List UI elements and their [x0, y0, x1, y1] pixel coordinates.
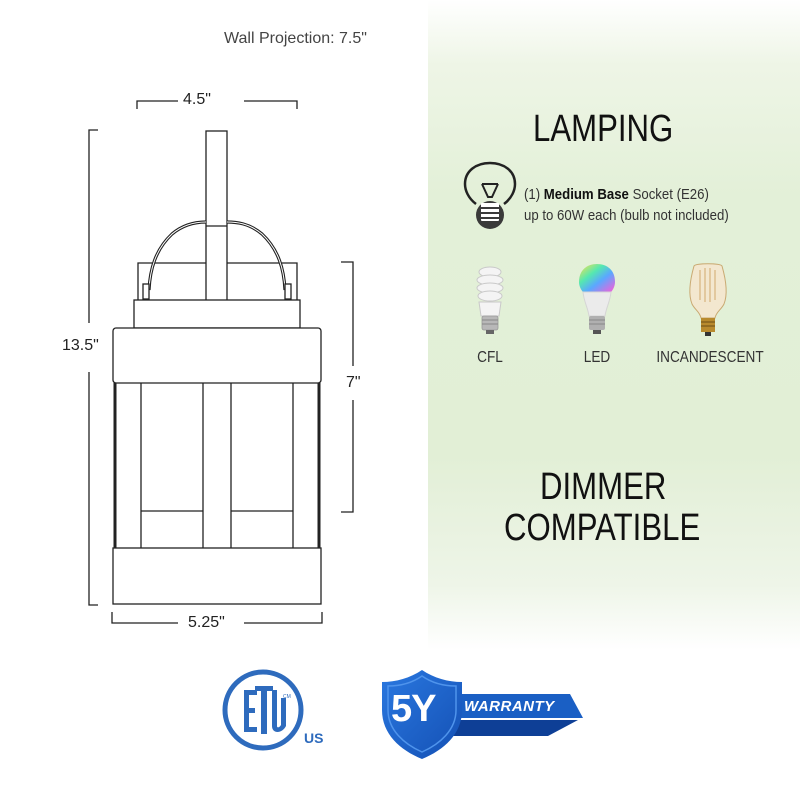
- overall-height-label: 13.5": [62, 337, 99, 354]
- led-bulb-icon: [579, 264, 615, 334]
- wattage-spec: up to 60W each (bulb not included): [524, 207, 729, 224]
- fixture-dimension-drawing: [88, 100, 354, 624]
- warranty-years: 5Y: [391, 688, 436, 730]
- cfl-bulb-icon: [476, 266, 504, 334]
- light-bulb-icon: [463, 161, 517, 229]
- bulb-label-led: LED: [583, 349, 611, 366]
- bulb-label-incandescent: INCANDESCENT: [656, 349, 764, 366]
- etl-certification-badge: CM US: [220, 668, 350, 758]
- socket-spec: (1) Medium Base Socket (E26): [524, 186, 709, 203]
- warranty-label: WARRANTY: [464, 698, 555, 715]
- dimmer-title-line1: DIMMER: [540, 466, 667, 508]
- svg-text:CM: CM: [283, 694, 291, 700]
- wall-projection-label: Wall Projection: 7.5": [224, 30, 367, 47]
- bottom-width-label: 5.25": [188, 614, 225, 631]
- warranty-badge: 5Y WARRANTY: [378, 666, 588, 762]
- bulb-label-cfl: CFL: [477, 349, 503, 366]
- dimmer-title-line2: COMPATIBLE: [504, 507, 701, 549]
- top-width-label: 4.5": [183, 91, 211, 108]
- etl-us-label: US: [304, 730, 324, 746]
- incandescent-bulb-icon: [689, 263, 727, 336]
- lamping-title: LAMPING: [533, 108, 674, 150]
- body-height-label: 7": [346, 374, 361, 391]
